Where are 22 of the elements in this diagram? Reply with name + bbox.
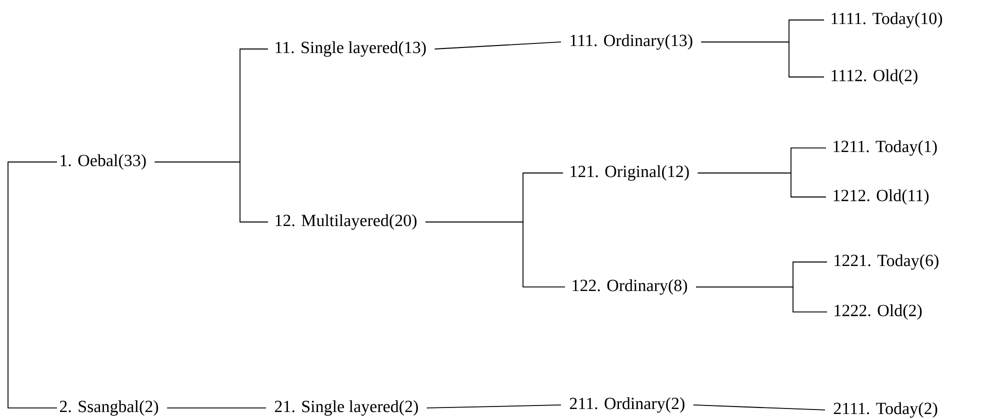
connector-line: [700, 42, 824, 78]
node-label: 1212. Old(11): [834, 189, 929, 205]
connector-line: [696, 286, 828, 312]
connector-line: [8, 162, 58, 408]
node-label: 1111. Today(10): [832, 12, 942, 28]
node-label: 2. Ssangbal(2): [60, 400, 158, 416]
node-label: 121. Original(12): [570, 165, 689, 181]
connector-line: [425, 222, 566, 288]
node-label: 1222. Old(2): [834, 304, 922, 320]
node-label: 122. Ordinary(8): [572, 279, 688, 295]
node-label: 111. Ordinary(13): [570, 34, 692, 50]
node-label: 1221. Today(6): [834, 254, 938, 270]
node-label: 2111. Today(2): [834, 402, 938, 418]
node-label: 12. Multilayered(20): [276, 214, 416, 230]
node-label: 21. Single layered(2): [274, 400, 418, 416]
node-label: 1112. Old(2): [832, 69, 918, 85]
node-label: 11. Single layered(13): [276, 41, 426, 57]
connector-line: [154, 162, 268, 222]
connector-line: [697, 172, 826, 198]
node-label: 211. Ordinary(2): [570, 397, 684, 413]
node-label: 1211. Today(1): [834, 140, 937, 156]
node-label: 1. Oebal(33): [60, 154, 146, 170]
